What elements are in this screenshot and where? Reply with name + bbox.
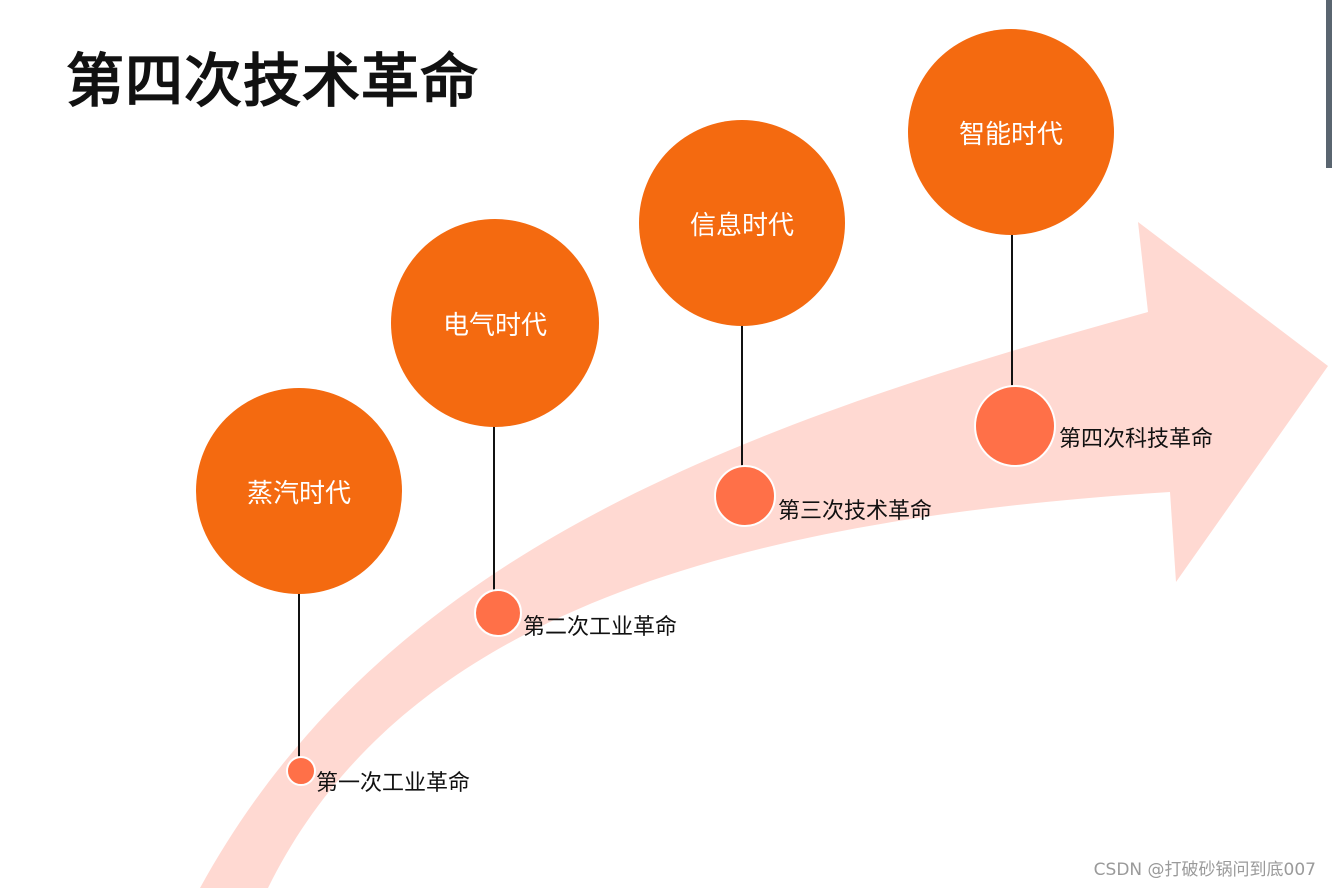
era-1-circle: 蒸汽时代 bbox=[196, 388, 402, 594]
era-4-label: 智能时代 bbox=[958, 119, 1063, 150]
progress-arrow-shape bbox=[200, 222, 1328, 888]
revolution-3-dot bbox=[714, 465, 776, 527]
era-1-connector bbox=[298, 590, 300, 770]
revolution-2-dot bbox=[474, 589, 522, 637]
revolution-4-dot bbox=[974, 385, 1056, 467]
era-4-circle: 智能时代 bbox=[908, 29, 1114, 235]
era-1-label: 蒸汽时代 bbox=[246, 478, 351, 509]
revolution-3-label: 第三次技术革命 bbox=[778, 499, 933, 524]
revolution-1-dot bbox=[286, 756, 316, 786]
revolution-2-label: 第二次工业革命 bbox=[523, 615, 678, 640]
era-3-connector bbox=[741, 322, 743, 472]
revolution-1-label: 第一次工业革命 bbox=[316, 771, 471, 796]
era-2-connector bbox=[493, 422, 495, 608]
window-edge-bar bbox=[1326, 0, 1332, 168]
era-2-label: 电气时代 bbox=[442, 310, 547, 341]
era-4-connector bbox=[1011, 230, 1013, 392]
revolution-4-label: 第四次科技革命 bbox=[1059, 427, 1214, 452]
era-3-label: 信息时代 bbox=[689, 210, 794, 241]
watermark: CSDN @打破砂锅问到底007 bbox=[1093, 860, 1316, 880]
page-title: 第四次技术革命 bbox=[66, 47, 480, 115]
era-2-circle: 电气时代 bbox=[391, 219, 599, 427]
era-3-circle: 信息时代 bbox=[639, 120, 845, 326]
